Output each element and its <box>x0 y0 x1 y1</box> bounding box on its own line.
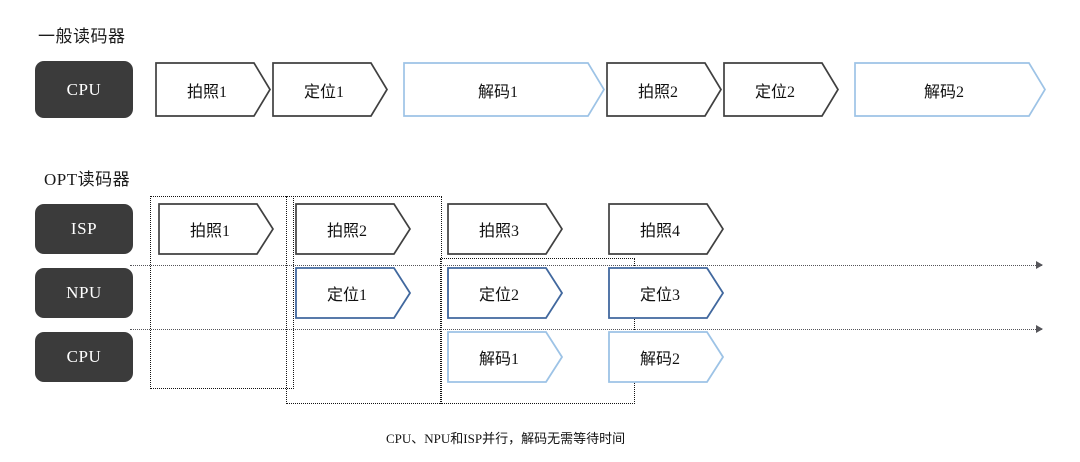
task-block-decode2-cpu: 解码2 <box>608 331 724 383</box>
task-block-locate1-npu: 定位1 <box>295 267 411 319</box>
task-block-locate2-npu: 定位2 <box>447 267 563 319</box>
task-block-locate3-npu: 定位3 <box>608 267 724 319</box>
task-block-label: 拍照1 <box>189 223 230 240</box>
task-block-photo2-isp: 拍照2 <box>295 203 411 255</box>
arrow-head-icon <box>1036 261 1043 269</box>
task-block-label: 解码1 <box>478 351 519 368</box>
task-block-label: 拍照1 <box>186 83 227 101</box>
task-block-label: 拍照4 <box>639 223 680 240</box>
task-block-photo1-isp: 拍照1 <box>158 203 274 255</box>
task-block-label: 拍照2 <box>637 83 678 101</box>
chevron-shape-icon <box>606 62 722 117</box>
task-block-label: 定位1 <box>303 83 344 101</box>
chevron-shape-icon <box>403 62 605 117</box>
timeline-arrow-isp <box>130 261 1043 269</box>
chevron-shape-icon <box>608 203 724 255</box>
figure-caption: CPU、NPU和ISP并行，解码无需等待时间 <box>386 431 626 446</box>
task-block-label: 定位2 <box>754 83 795 101</box>
task-block-label: 解码2 <box>639 351 680 368</box>
task-block-label: 定位2 <box>478 287 519 304</box>
chevron-shape-icon <box>447 267 563 319</box>
chevron-shape-icon <box>158 203 274 255</box>
task-block-photo2-general: 拍照2 <box>606 62 722 117</box>
task-block-label: 定位3 <box>639 287 680 304</box>
task-block-locate1-general: 定位1 <box>272 62 388 117</box>
task-block-photo1-general: 拍照1 <box>155 62 271 117</box>
task-block-label: 解码1 <box>477 83 518 101</box>
task-block-label: 拍照2 <box>326 223 367 240</box>
task-block-label: 定位1 <box>326 287 367 304</box>
unit-label-isp: ISP <box>35 204 133 254</box>
chevron-shape-icon <box>447 331 563 383</box>
timeline-arrow-npu <box>130 325 1043 333</box>
chevron-shape-icon <box>854 62 1046 117</box>
chevron-shape-icon <box>723 62 839 117</box>
task-block-decode1-general: 解码1 <box>403 62 605 117</box>
task-block-locate2-general: 定位2 <box>723 62 839 117</box>
arrow-head-icon <box>1036 325 1043 333</box>
chevron-shape-icon <box>295 267 411 319</box>
task-block-decode2-general: 解码2 <box>854 62 1046 117</box>
unit-label-cpu-opt: CPU <box>35 332 133 382</box>
section-heading-opt: OPT读码器 <box>44 170 131 189</box>
chevron-shape-icon <box>447 203 563 255</box>
task-block-photo3-isp: 拍照3 <box>447 203 563 255</box>
section-heading-general: 一般读码器 <box>38 27 126 46</box>
task-block-label: 拍照3 <box>478 223 519 240</box>
chevron-shape-icon <box>608 331 724 383</box>
task-block-decode1-cpu: 解码1 <box>447 331 563 383</box>
task-block-photo4-isp: 拍照4 <box>608 203 724 255</box>
unit-label-cpu-general: CPU <box>35 61 133 118</box>
unit-label-npu: NPU <box>35 268 133 318</box>
chevron-shape-icon <box>155 62 271 117</box>
chevron-shape-icon <box>272 62 388 117</box>
task-block-label: 解码2 <box>923 83 964 101</box>
chevron-shape-icon <box>608 267 724 319</box>
chevron-shape-icon <box>295 203 411 255</box>
